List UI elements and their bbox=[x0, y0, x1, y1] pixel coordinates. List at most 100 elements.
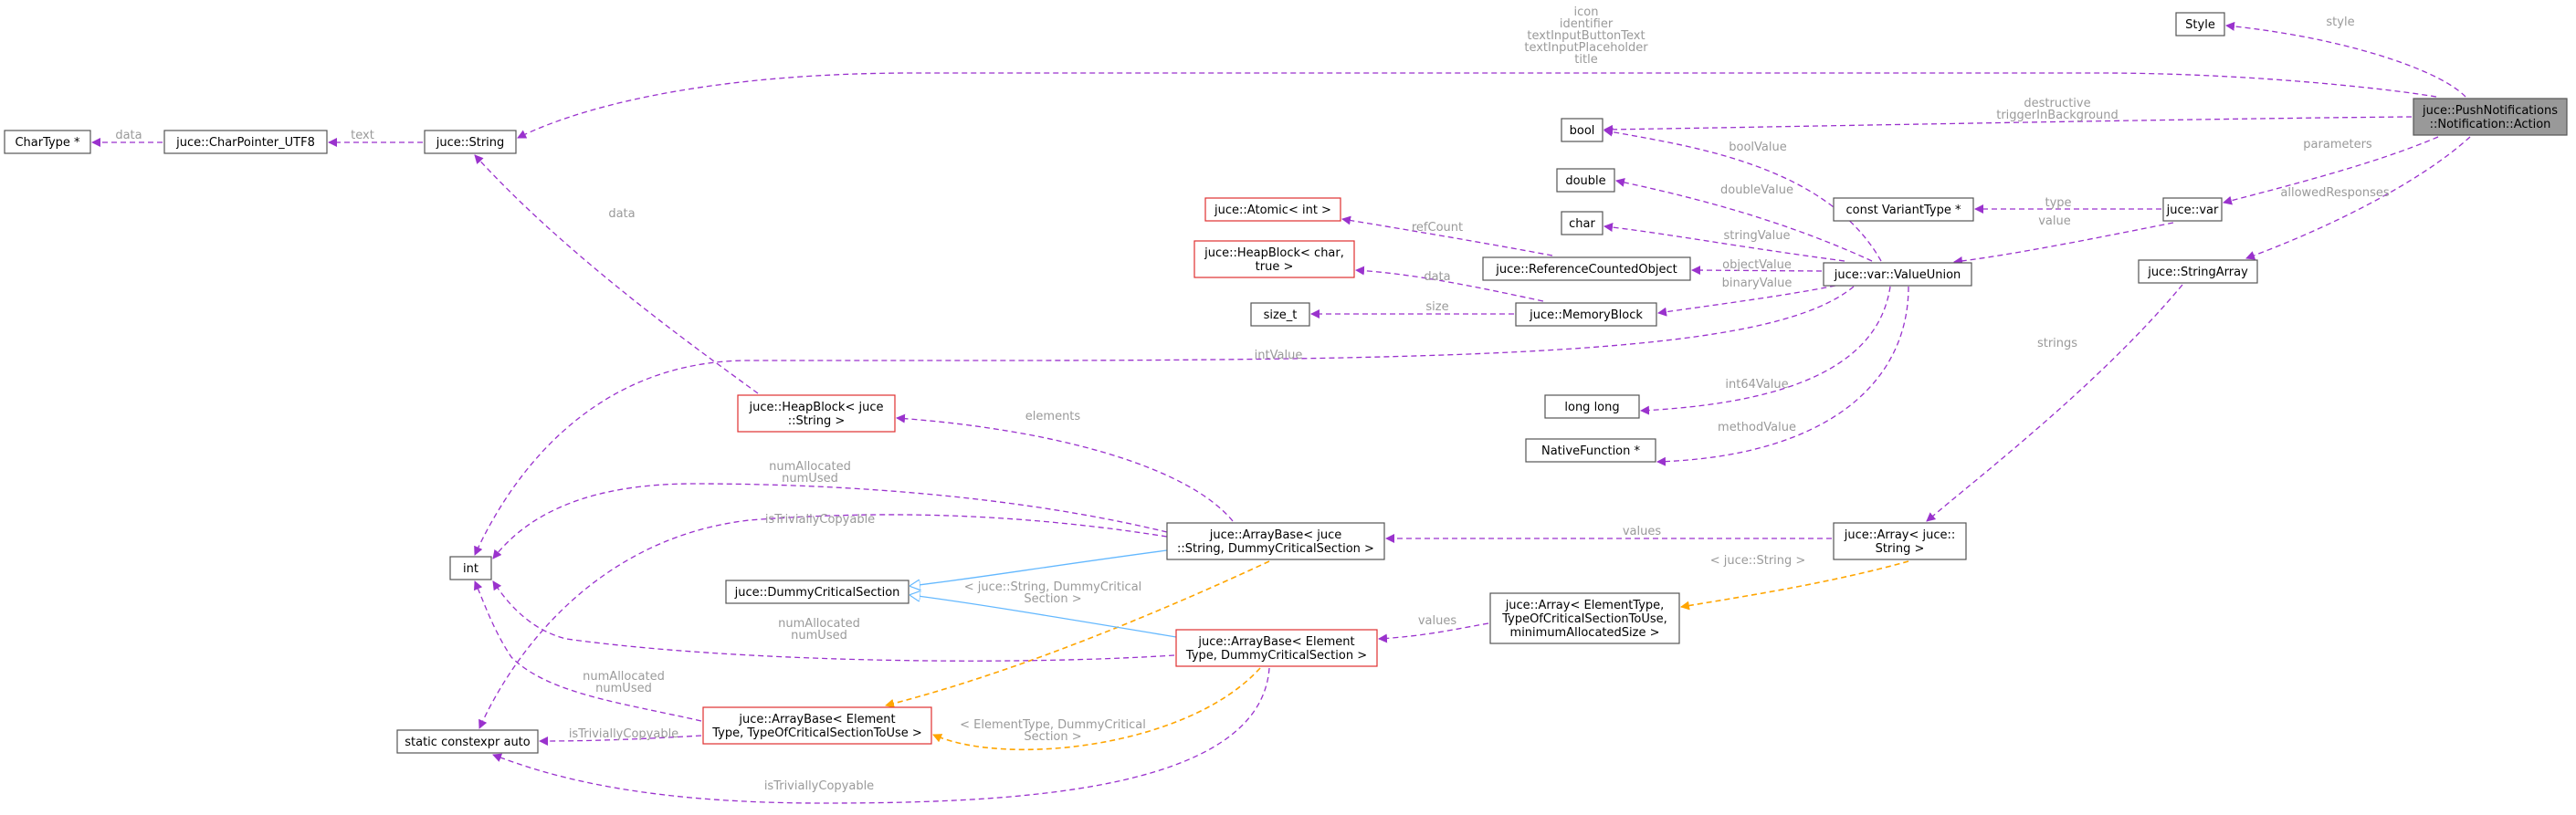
node-memoryblock[interactable]: juce::MemoryBlock bbox=[1515, 302, 1657, 327]
e-data-heapstring-edge-path bbox=[474, 154, 759, 394]
edge-label-isTriviallyCopyable-2: isTriviallyCopyable bbox=[569, 727, 678, 741]
edge-label-value: value bbox=[2038, 214, 2071, 228]
edge-label-line: values bbox=[1418, 614, 1457, 628]
node-style[interactable]: Style bbox=[2175, 12, 2225, 37]
edge-label-int64Value: int64Value bbox=[1725, 378, 1788, 392]
node-arrayelem-box bbox=[1489, 592, 1680, 644]
edge-label-line: numUsed bbox=[791, 629, 847, 643]
edge-label-line: style bbox=[2326, 16, 2354, 29]
node-char-box bbox=[1561, 211, 1603, 235]
node-sizet[interactable]: size_t bbox=[1250, 302, 1310, 327]
edge-label-line: isTriviallyCopyable bbox=[569, 727, 678, 741]
node-constexprauto-label: static constexpr auto bbox=[405, 736, 531, 749]
node-int[interactable]: int bbox=[449, 556, 492, 580]
e-values-arrayelem-edge-path bbox=[1378, 622, 1489, 643]
edge-label-allowedResponses: allowedResponses bbox=[2280, 186, 2389, 200]
node-arraybasestring-label: ::String, DummyCriticalSection > bbox=[1177, 542, 1374, 556]
edge-label-parameters: parameters bbox=[2303, 138, 2372, 152]
e-doubleValue-edge-path bbox=[1615, 177, 1873, 262]
edge-label-line: < juce::String > bbox=[1710, 554, 1806, 568]
node-varianttype[interactable]: const VariantType * bbox=[1833, 197, 1974, 222]
node-chartype[interactable]: CharType * bbox=[4, 130, 91, 154]
node-arraybaseelemcs[interactable]: juce::ArrayBase< ElementType, TypeOfCrit… bbox=[702, 706, 932, 745]
node-bool[interactable]: bool bbox=[1561, 118, 1603, 142]
e-inherit-elem-edge-path bbox=[910, 595, 1177, 638]
e-value-edge-path bbox=[1953, 222, 2174, 266]
e-numAllocated-2-edge bbox=[492, 580, 1175, 662]
e-data-heapstring-edge bbox=[474, 154, 759, 394]
edge-label-line: textInputButtonText bbox=[1527, 29, 1645, 43]
node-longlong[interactable]: long long bbox=[1544, 394, 1640, 419]
edge-label-line: numUsed bbox=[595, 682, 652, 695]
edge-label-line: data bbox=[115, 129, 142, 142]
node-arraybaseelemcs-label: juce::ArrayBase< Element bbox=[738, 713, 895, 726]
e-inherit-elem-edge bbox=[910, 595, 1177, 638]
e-inherit-string-edge-path bbox=[910, 549, 1168, 586]
node-heapblockchar[interactable]: juce::HeapBlock< char,true > bbox=[1193, 240, 1355, 278]
e-stringValue-edge-path bbox=[1603, 223, 1845, 262]
node-stringarray-label: juce::StringArray bbox=[2147, 266, 2248, 279]
e-binaryValue-edge-path bbox=[1657, 285, 1836, 317]
e-values-arrayelem-edge bbox=[1378, 622, 1489, 643]
node-arraybaseelemdummy[interactable]: juce::ArrayBase< ElementType, DummyCriti… bbox=[1175, 629, 1378, 667]
edge-label-line: identifier bbox=[1560, 17, 1614, 31]
node-heapblockstring[interactable]: juce::HeapBlock< juce::String > bbox=[737, 394, 896, 433]
node-bool-box bbox=[1561, 118, 1603, 142]
node-refcounted[interactable]: juce::ReferenceCountedObject bbox=[1482, 256, 1691, 281]
edge-label-line: data bbox=[1424, 270, 1450, 284]
node-longlong-label: long long bbox=[1564, 401, 1619, 414]
edge-label-line: isTriviallyCopyable bbox=[765, 513, 875, 527]
node-dummycs[interactable]: juce::DummyCriticalSection bbox=[725, 580, 909, 604]
node-int-label: int bbox=[463, 562, 478, 576]
node-char[interactable]: char bbox=[1561, 211, 1603, 235]
e-stringValue-edge bbox=[1603, 223, 1845, 262]
node-varianttype-label: const VariantType * bbox=[1846, 204, 1961, 217]
node-atomic[interactable]: juce::Atomic< int > bbox=[1204, 197, 1341, 222]
node-nativefn[interactable]: NativeFunction * bbox=[1525, 438, 1656, 463]
node-double-label: double bbox=[1565, 174, 1605, 188]
edge-label-line: objectValue bbox=[1722, 258, 1792, 272]
node-action[interactable]: juce::PushNotifications::Notification::A… bbox=[2413, 98, 2568, 136]
node-charptr[interactable]: juce::CharPointer_UTF8 bbox=[163, 130, 328, 154]
edge-label-values-arraystring: values bbox=[1623, 525, 1662, 538]
edge-label-line: allowedResponses bbox=[2280, 186, 2389, 200]
node-constexprauto[interactable]: static constexpr auto bbox=[396, 729, 539, 754]
node-style-box bbox=[2175, 12, 2225, 37]
edge-label-values-arrayelem: values bbox=[1418, 614, 1457, 628]
node-stringarray[interactable]: juce::StringArray bbox=[2138, 259, 2258, 284]
edge-label-line: parameters bbox=[2303, 138, 2372, 152]
node-double[interactable]: double bbox=[1556, 168, 1615, 193]
e-tmpl-string-edge-path bbox=[1680, 560, 1909, 611]
e-int64Value-edge-path bbox=[1640, 286, 1891, 415]
node-arraystring[interactable]: juce::Array< juce::String > bbox=[1833, 522, 1967, 560]
edge-label-line: intValue bbox=[1255, 349, 1303, 362]
edge-label-line: triggerInBackground bbox=[1996, 109, 2119, 122]
edge-label-line: Section > bbox=[1024, 730, 1081, 744]
edge-label-line: values bbox=[1623, 525, 1662, 538]
node-string[interactable]: juce::String bbox=[424, 130, 517, 154]
e-data-memblock-edge-path bbox=[1355, 266, 1544, 302]
edge-label-line: type bbox=[2045, 196, 2071, 210]
node-arrayelem[interactable]: juce::Array< ElementType,TypeOfCriticalS… bbox=[1489, 592, 1680, 644]
node-arraybaseelemcs-box bbox=[702, 706, 932, 745]
edge-label-line: numAllocated bbox=[778, 617, 860, 631]
edge-label-line: value bbox=[2038, 214, 2071, 228]
e-intValue-edge bbox=[474, 286, 1855, 556]
node-valueunion[interactable]: juce::var::ValueUnion bbox=[1823, 262, 1972, 287]
node-var[interactable]: juce::var bbox=[2162, 197, 2223, 222]
node-arrayelem-label: minimumAllocatedSize > bbox=[1510, 626, 1660, 640]
e-strings-edge bbox=[1926, 284, 2183, 522]
e-methodValue-edge-path bbox=[1656, 286, 1909, 466]
e-numAllocated-1-edge-path bbox=[492, 483, 1168, 559]
node-sizet-box bbox=[1250, 302, 1310, 327]
edge-label-line: boolValue bbox=[1729, 141, 1786, 154]
e-refCount-edge-path bbox=[1341, 215, 1553, 256]
node-arraybasestring[interactable]: juce::ArrayBase< juce::String, DummyCrit… bbox=[1166, 522, 1385, 560]
edge-label-line: numAllocated bbox=[769, 460, 851, 474]
